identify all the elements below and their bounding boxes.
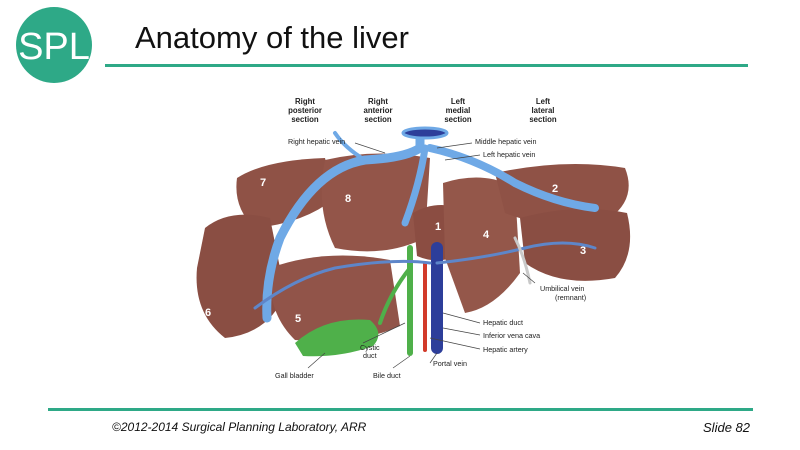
header-left-medial-3: section (444, 115, 472, 124)
copyright-text: ©2012-2014 Surgical Planning Laboratory,… (112, 420, 367, 434)
label-cystic-duct-1: Cystic (360, 343, 380, 352)
diagram-labels: Right hepatic vein Middle hepatic vein L… (275, 137, 586, 380)
label-right-hepatic-vein: Right hepatic vein (288, 137, 345, 146)
segment-8-shape (321, 153, 430, 252)
segment-label-8: 8 (345, 193, 351, 205)
logo-text: SPL (18, 26, 90, 68)
header-left-lateral-2: lateral (532, 106, 555, 115)
label-cystic-duct-2: duct (363, 351, 377, 360)
header-right-anterior-1: Right (368, 97, 388, 106)
segment-label-5: 5 (295, 313, 301, 325)
header-left-medial-1: Left (451, 97, 466, 106)
slide-title: Anatomy of the liver (135, 20, 409, 55)
label-umbilical-vein-2: (remnant) (555, 293, 586, 302)
segment-label-3: 3 (580, 245, 586, 257)
section-headers: Right posterior section Right anterior s… (288, 97, 557, 124)
segment-7-shape (236, 158, 335, 228)
header-left-medial-2: medial (446, 106, 471, 115)
liver-anatomy-diagram: Right posterior section Right anterior s… (196, 97, 631, 380)
slide-number: Slide 82 (703, 420, 750, 435)
header-left-lateral-3: section (529, 115, 557, 124)
title-divider (105, 64, 748, 67)
header-right-anterior-2: anterior (363, 106, 392, 115)
label-bile-duct: Bile duct (373, 371, 401, 380)
label-middle-hepatic-vein: Middle hepatic vein (475, 137, 537, 146)
segment-label-2: 2 (552, 183, 558, 195)
label-portal-vein: Portal vein (433, 359, 467, 368)
header-left-lateral-1: Left (536, 97, 551, 106)
label-inferior-vena-cava: Inferior vena cava (483, 331, 540, 340)
header-right-posterior-3: section (291, 115, 319, 124)
label-hepatic-artery: Hepatic artery (483, 345, 528, 354)
label-umbilical-vein-1: Umbilical vein (540, 284, 584, 293)
segment-label-7: 7 (260, 177, 266, 189)
segment-label-4: 4 (483, 229, 490, 241)
leader-lines (307, 142, 536, 369)
label-left-hepatic-vein: Left hepatic vein (483, 150, 535, 159)
header-right-posterior-1: Right (295, 97, 315, 106)
gall-bladder-shape (295, 319, 379, 357)
label-hepatic-duct: Hepatic duct (483, 318, 523, 327)
segment-numbers: 7 8 2 1 4 3 6 5 (205, 177, 586, 325)
ivc-top-opening (401, 126, 449, 140)
footer-divider (48, 408, 753, 411)
segment-label-1: 1 (435, 221, 441, 233)
spl-logo: SPL (16, 7, 92, 83)
segment-4-shape (443, 177, 520, 313)
label-gall-bladder: Gall bladder (275, 371, 314, 380)
segment-label-6: 6 (205, 307, 211, 319)
header-right-anterior-3: section (364, 115, 392, 124)
hepatic-veins (262, 128, 599, 323)
portal-and-ducts (253, 236, 597, 356)
header-right-posterior-2: posterior (288, 106, 322, 115)
